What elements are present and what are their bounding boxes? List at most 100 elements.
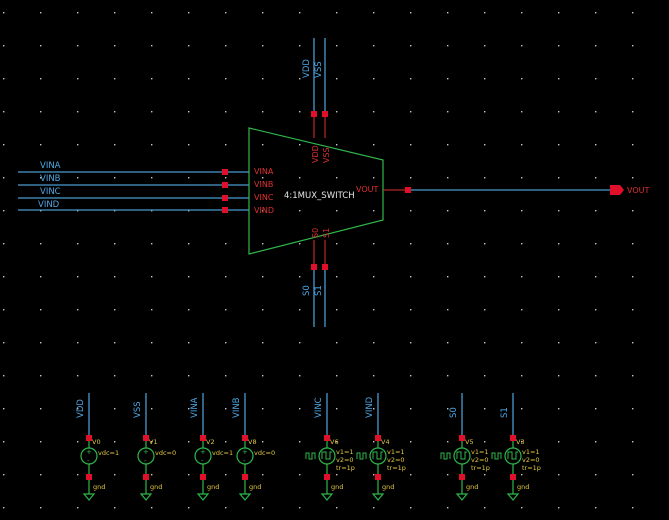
source-gnd-pin	[200, 474, 206, 480]
source-param: vdc=0	[155, 449, 176, 457]
net-label-vind[interactable]: VIND	[38, 200, 60, 210]
pulse-icon	[321, 451, 332, 460]
source-param: v2=0	[522, 456, 540, 464]
output-pin-icon	[610, 185, 624, 195]
source-net-label[interactable]: VINA	[190, 397, 200, 418]
mux-pin-vind: VIND	[254, 206, 274, 215]
pulse-wave-icon	[305, 452, 316, 460]
source-instance-name: V1	[149, 438, 158, 446]
source-pin	[200, 435, 206, 441]
pulse-icon	[507, 451, 518, 460]
source-net-label[interactable]: VIND	[365, 396, 375, 418]
mux-pin-vout: VOUT	[356, 185, 378, 194]
source-gnd-pin	[324, 474, 330, 480]
plus-icon: +	[200, 448, 206, 456]
plus-icon: +	[86, 448, 92, 456]
mux-pin-vdd: VDD	[311, 145, 320, 163]
source-param: v1=1	[522, 448, 540, 456]
source-net-label[interactable]: VINC	[314, 397, 324, 418]
net-label-vinb[interactable]: VINB	[40, 174, 61, 184]
source-pin	[86, 435, 92, 441]
source-param: vdc=1	[212, 449, 233, 457]
net-label-vina[interactable]: VINA	[40, 161, 61, 171]
source-param: vdc=0	[254, 449, 275, 457]
pulse-icon	[456, 451, 467, 460]
ground-icon	[196, 493, 210, 501]
source-pin	[143, 435, 149, 441]
source-instance-name: V4	[381, 438, 390, 446]
supply-wires	[311, 38, 328, 138]
net-label-vdd[interactable]: VDD	[302, 59, 312, 78]
source-param: tr=1p	[471, 464, 490, 472]
source-instance-name: V8	[248, 438, 257, 446]
source-gnd-pin	[86, 474, 92, 480]
source-net-label[interactable]: S0	[449, 407, 459, 418]
grid-dots	[3, 12, 634, 509]
ground-icon	[238, 493, 252, 501]
source-param: v1=1	[387, 448, 405, 456]
source-gnd-pin	[375, 474, 381, 480]
source-instances: VDD+-V0vdc=1gndVSS+-V1vdc=0gndVINA+-V2vd…	[76, 393, 541, 501]
select-wires	[311, 240, 328, 327]
mux-outline	[248, 127, 384, 255]
minus-icon: -	[201, 457, 204, 465]
mux-pin-vss: VSS	[322, 147, 331, 163]
source-param: v2=0	[471, 456, 489, 464]
input-wires	[18, 169, 249, 213]
source-instance-name: V3	[516, 438, 525, 446]
net-label-vss[interactable]: VSS	[314, 61, 324, 78]
source-param: v2=0	[387, 456, 405, 464]
ground-icon	[371, 493, 385, 501]
net-label-s1[interactable]: S1	[314, 285, 324, 296]
source-v0[interactable]: VDD +- V0 vdc=1 gnd	[76, 393, 119, 501]
source-net-label[interactable]: VINB	[232, 397, 242, 418]
source-v2[interactable]: VINA +- V2 vdc=1 gnd	[190, 393, 233, 501]
ground-icon	[320, 493, 334, 501]
source-instance-name: V2	[206, 438, 215, 446]
ground-icon	[455, 493, 469, 501]
pulse-wave-icon	[356, 452, 367, 460]
gnd-label: gnd	[93, 483, 105, 491]
mux-name: 4:1MUX_SWITCH	[284, 191, 355, 201]
output-wire	[383, 185, 624, 195]
net-label-vinc[interactable]: VINC	[40, 187, 61, 197]
source-param: tr=1p	[336, 464, 355, 472]
source-instance-name: V6	[330, 438, 339, 446]
gnd-label: gnd	[207, 483, 219, 491]
source-symbol	[318, 447, 336, 465]
minus-icon: -	[87, 457, 90, 465]
mux-block[interactable]: 4:1MUX_SWITCH VINA VINB VINC VIND VOUT V…	[248, 127, 384, 255]
source-pin	[242, 435, 248, 441]
ground-icon	[506, 493, 520, 501]
ground-icon	[82, 493, 96, 501]
source-gnd-pin	[143, 474, 149, 480]
source-gnd-pin	[242, 474, 248, 480]
source-instance-name: V0	[92, 438, 101, 446]
net-label-s0[interactable]: S0	[302, 285, 312, 296]
mux-pin-s0: S0	[311, 228, 320, 238]
source-net-label[interactable]: S1	[500, 407, 510, 418]
source-param: v1=1	[471, 448, 489, 456]
source-pin	[375, 435, 381, 441]
ground-icon	[139, 493, 153, 501]
source-gnd-pin	[459, 474, 465, 480]
source-symbol	[453, 447, 471, 465]
source-pin	[510, 435, 516, 441]
gnd-label: gnd	[382, 483, 394, 491]
source-param: tr=1p	[522, 464, 541, 472]
source-symbol	[504, 447, 522, 465]
source-param: vdc=1	[98, 449, 119, 457]
source-gnd-pin	[510, 474, 516, 480]
minus-icon: -	[243, 457, 246, 465]
output-net-label[interactable]: VOUT	[627, 186, 649, 195]
source-pin	[324, 435, 330, 441]
source-net-label[interactable]: VSS	[133, 401, 143, 418]
source-net-label[interactable]: VDD	[76, 399, 86, 418]
